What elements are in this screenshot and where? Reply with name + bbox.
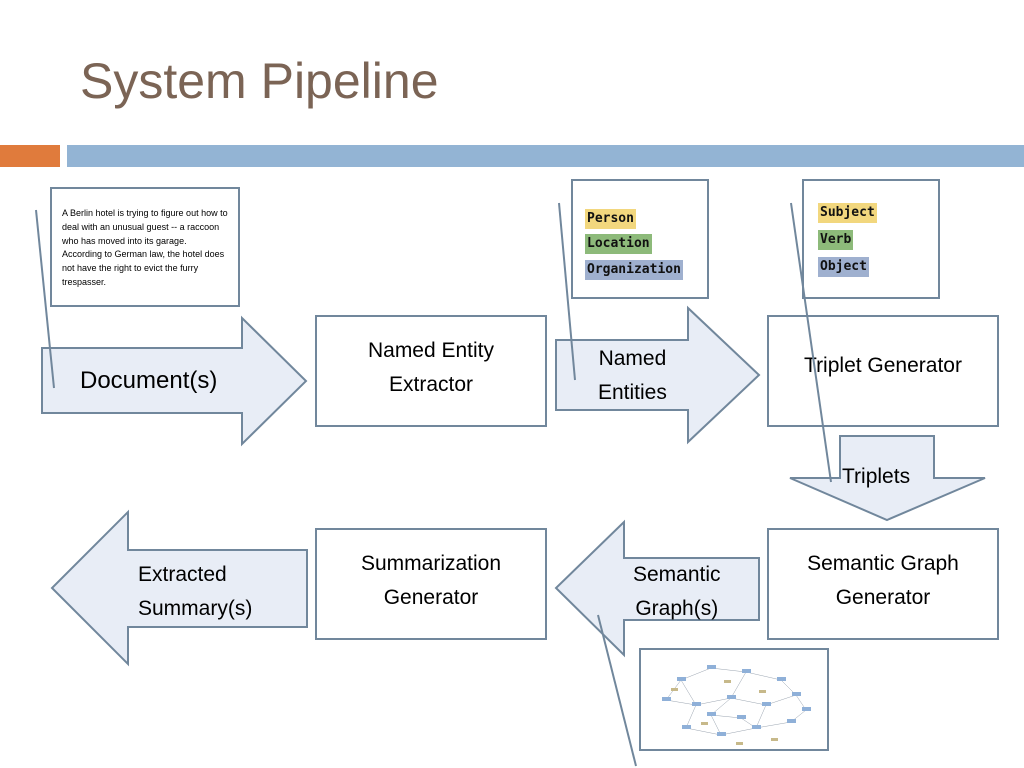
extracted-summary-label: Extracted Summary(s) bbox=[138, 558, 252, 626]
graph-network-image bbox=[662, 665, 811, 745]
triplets-arrow bbox=[789, 435, 986, 522]
entity-callout-pointer bbox=[558, 202, 576, 381]
semantic-gen-label-line2: Generator bbox=[835, 586, 931, 609]
document-excerpt-text: A Berlin hotel is trying to figure out h… bbox=[62, 208, 228, 287]
accent-bar-blue bbox=[67, 145, 1024, 167]
summary-line2: Summary(s) bbox=[138, 597, 253, 620]
triplets-label: Triplets bbox=[842, 465, 911, 488]
named-entities-arrow bbox=[555, 305, 761, 445]
verb-tag: Verb bbox=[818, 230, 854, 250]
location-tag: Location bbox=[585, 234, 652, 254]
semantic-graph-line2: Graph(s) bbox=[635, 597, 719, 620]
named-entities-line2: Entities bbox=[598, 381, 667, 404]
semantic-gen-label-line1: Semantic Graph bbox=[807, 552, 959, 575]
semantic-graph-arrow bbox=[554, 519, 760, 658]
summary-arrow bbox=[50, 509, 308, 667]
person-tag: Person bbox=[585, 209, 636, 229]
triplet-callout-pointer bbox=[790, 202, 832, 483]
object-tag: Object bbox=[818, 257, 869, 277]
triplet-generator-box: Triplet Generator bbox=[767, 315, 999, 427]
named-entity-extractor-box: Named Entity Extractor bbox=[315, 315, 547, 427]
subject-tag: Subject bbox=[818, 203, 877, 223]
documents-arrow bbox=[41, 315, 308, 447]
organization-tag: Organization bbox=[585, 260, 683, 280]
named-entities-label: Named Entities bbox=[598, 342, 667, 410]
named-entities-line1: Named bbox=[598, 347, 667, 370]
semantic-graph-generator-box: Semantic Graph Generator bbox=[767, 528, 999, 640]
entity-legend-box: Person Location Organization bbox=[571, 179, 709, 299]
semantic-graph-thumbnail bbox=[639, 648, 829, 751]
summary-line1: Extracted bbox=[138, 563, 227, 586]
document-excerpt-box: A Berlin hotel is trying to figure out h… bbox=[50, 187, 240, 307]
ner-label-line2: Extractor bbox=[388, 373, 474, 396]
document-callout-pointer bbox=[35, 209, 55, 389]
ner-label-line1: Named Entity bbox=[367, 339, 495, 362]
summarization-label-line2: Generator bbox=[383, 586, 479, 609]
summarization-generator-box: Summarization Generator bbox=[315, 528, 547, 640]
documents-label: Document(s) bbox=[80, 367, 218, 394]
slide-title: System Pipeline bbox=[80, 53, 439, 109]
triplet-legend-box: Subject Verb Object bbox=[802, 179, 940, 299]
graph-callout-pointer bbox=[597, 614, 637, 767]
triplet-generator-label: Triplet Generator bbox=[804, 354, 962, 377]
summarization-label-line1: Summarization bbox=[360, 552, 502, 575]
semantic-graph-line1: Semantic bbox=[633, 563, 721, 586]
accent-bar-orange bbox=[0, 145, 60, 167]
semantic-graph-label: Semantic Graph(s) bbox=[633, 558, 721, 626]
